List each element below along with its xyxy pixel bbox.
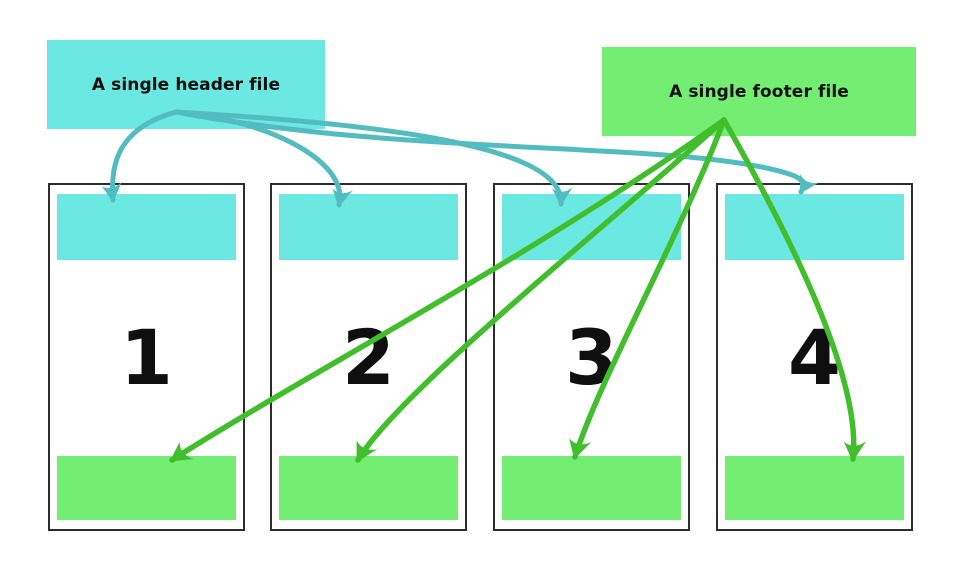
page-1-footer-bar xyxy=(57,456,236,520)
page-1-body: 1 xyxy=(50,260,243,456)
footer-file-label: A single footer file xyxy=(669,81,849,102)
page-4-footer-bar xyxy=(725,456,904,520)
page-4-header-bar xyxy=(725,194,904,260)
page-2-body: 2 xyxy=(272,260,465,456)
page-2-header-bar xyxy=(279,194,458,260)
page-1: 1 xyxy=(48,183,245,531)
page-1-number: 1 xyxy=(120,313,173,402)
page-4: 4 xyxy=(716,183,913,531)
page-2: 2 xyxy=(270,183,467,531)
page-4-body: 4 xyxy=(718,260,911,456)
page-3: 3 xyxy=(493,183,690,531)
page-3-header-bar xyxy=(502,194,681,260)
header-file-label: A single header file xyxy=(91,74,281,95)
page-4-number: 4 xyxy=(788,313,841,402)
page-1-header-bar xyxy=(57,194,236,260)
page-3-body: 3 xyxy=(495,260,688,456)
page-3-footer-bar xyxy=(502,456,681,520)
footer-file-box: A single footer file xyxy=(602,47,916,136)
page-2-footer-bar xyxy=(279,456,458,520)
page-3-number: 3 xyxy=(565,313,618,402)
page-2-number: 2 xyxy=(342,313,395,402)
header-file-box: A single header file xyxy=(47,40,325,129)
